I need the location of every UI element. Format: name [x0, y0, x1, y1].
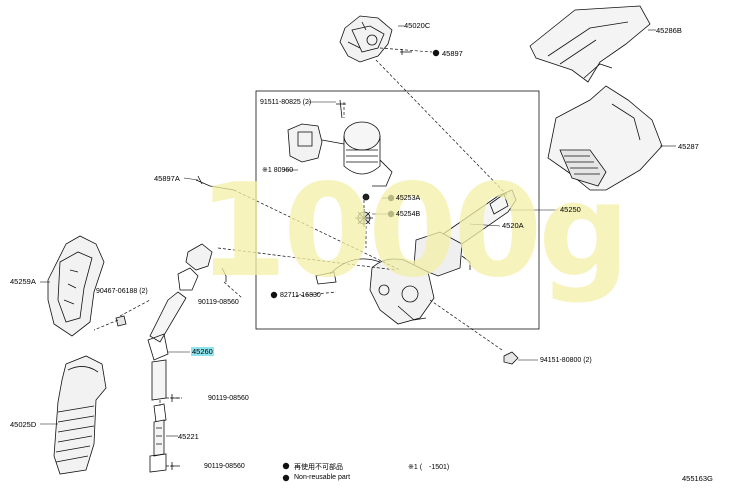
label-45286B: 45286B — [656, 26, 682, 35]
label-45897A: 45897A — [154, 174, 180, 183]
non-reusable-marker — [270, 291, 278, 299]
nut-94151 — [503, 351, 519, 365]
part-45020C-bracket — [339, 15, 393, 63]
part-80960-motor — [287, 99, 393, 187]
label-45897: 45897 — [442, 49, 463, 58]
bolt-90119-a — [221, 267, 227, 282]
non-reusable-marker — [432, 49, 440, 57]
part-45253A-nut — [362, 193, 370, 201]
non-reusable-marker — [387, 210, 395, 218]
label-94151: 94151-80800 (2) — [540, 357, 592, 364]
part-45250-column — [315, 189, 517, 325]
label-90119-b: 90119-08560 — [208, 395, 249, 402]
part-45254B-gear — [355, 209, 373, 227]
bolt-45897A — [195, 175, 235, 191]
legend-nonreuse-text: Non-reusable part — [294, 474, 351, 481]
legend-note-text: ※1 ( -1501) — [408, 464, 450, 471]
legend-reuse-text: 再使用不可部品 — [294, 464, 343, 471]
label-45025D: 45025D — [10, 420, 37, 429]
part-45286B-cover — [529, 5, 651, 83]
label-82711: 82711-16830 — [280, 292, 321, 299]
part-45259A-bracket — [47, 235, 105, 337]
label-45221: 45221 — [178, 432, 199, 441]
label-45287: 45287 — [678, 142, 699, 151]
non-reusable-marker — [387, 194, 395, 202]
label-45253A: 45253A — [396, 195, 421, 202]
part-45025D-boot — [53, 355, 107, 475]
label-45260: 45260 — [191, 347, 214, 356]
part-45260-intermediate-shaft — [147, 243, 213, 401]
label-90119-a: 90119-08560 — [198, 299, 239, 306]
label-45250: 45250 — [560, 205, 581, 214]
label-45020C: 45020C — [404, 21, 431, 30]
label-80960: ※1 80960 — [262, 167, 294, 174]
non-reusable-marker — [282, 474, 290, 482]
label-45254B: 45254B — [396, 211, 421, 218]
label-45259A: 45259A — [10, 277, 36, 286]
nut-90467 — [115, 315, 127, 327]
label-90467: 90467-06188 (2) — [96, 288, 148, 295]
label-91511: 91511-80825 (2) — [260, 99, 312, 106]
label-4520A: 4520A — [502, 221, 524, 230]
part-45287-cover — [547, 85, 663, 191]
non-reusable-marker — [282, 462, 290, 470]
label-90119-c: 90119-08560 — [204, 463, 245, 470]
figure-code: 455163G — [682, 474, 713, 483]
part-45221-shaft — [149, 403, 167, 473]
